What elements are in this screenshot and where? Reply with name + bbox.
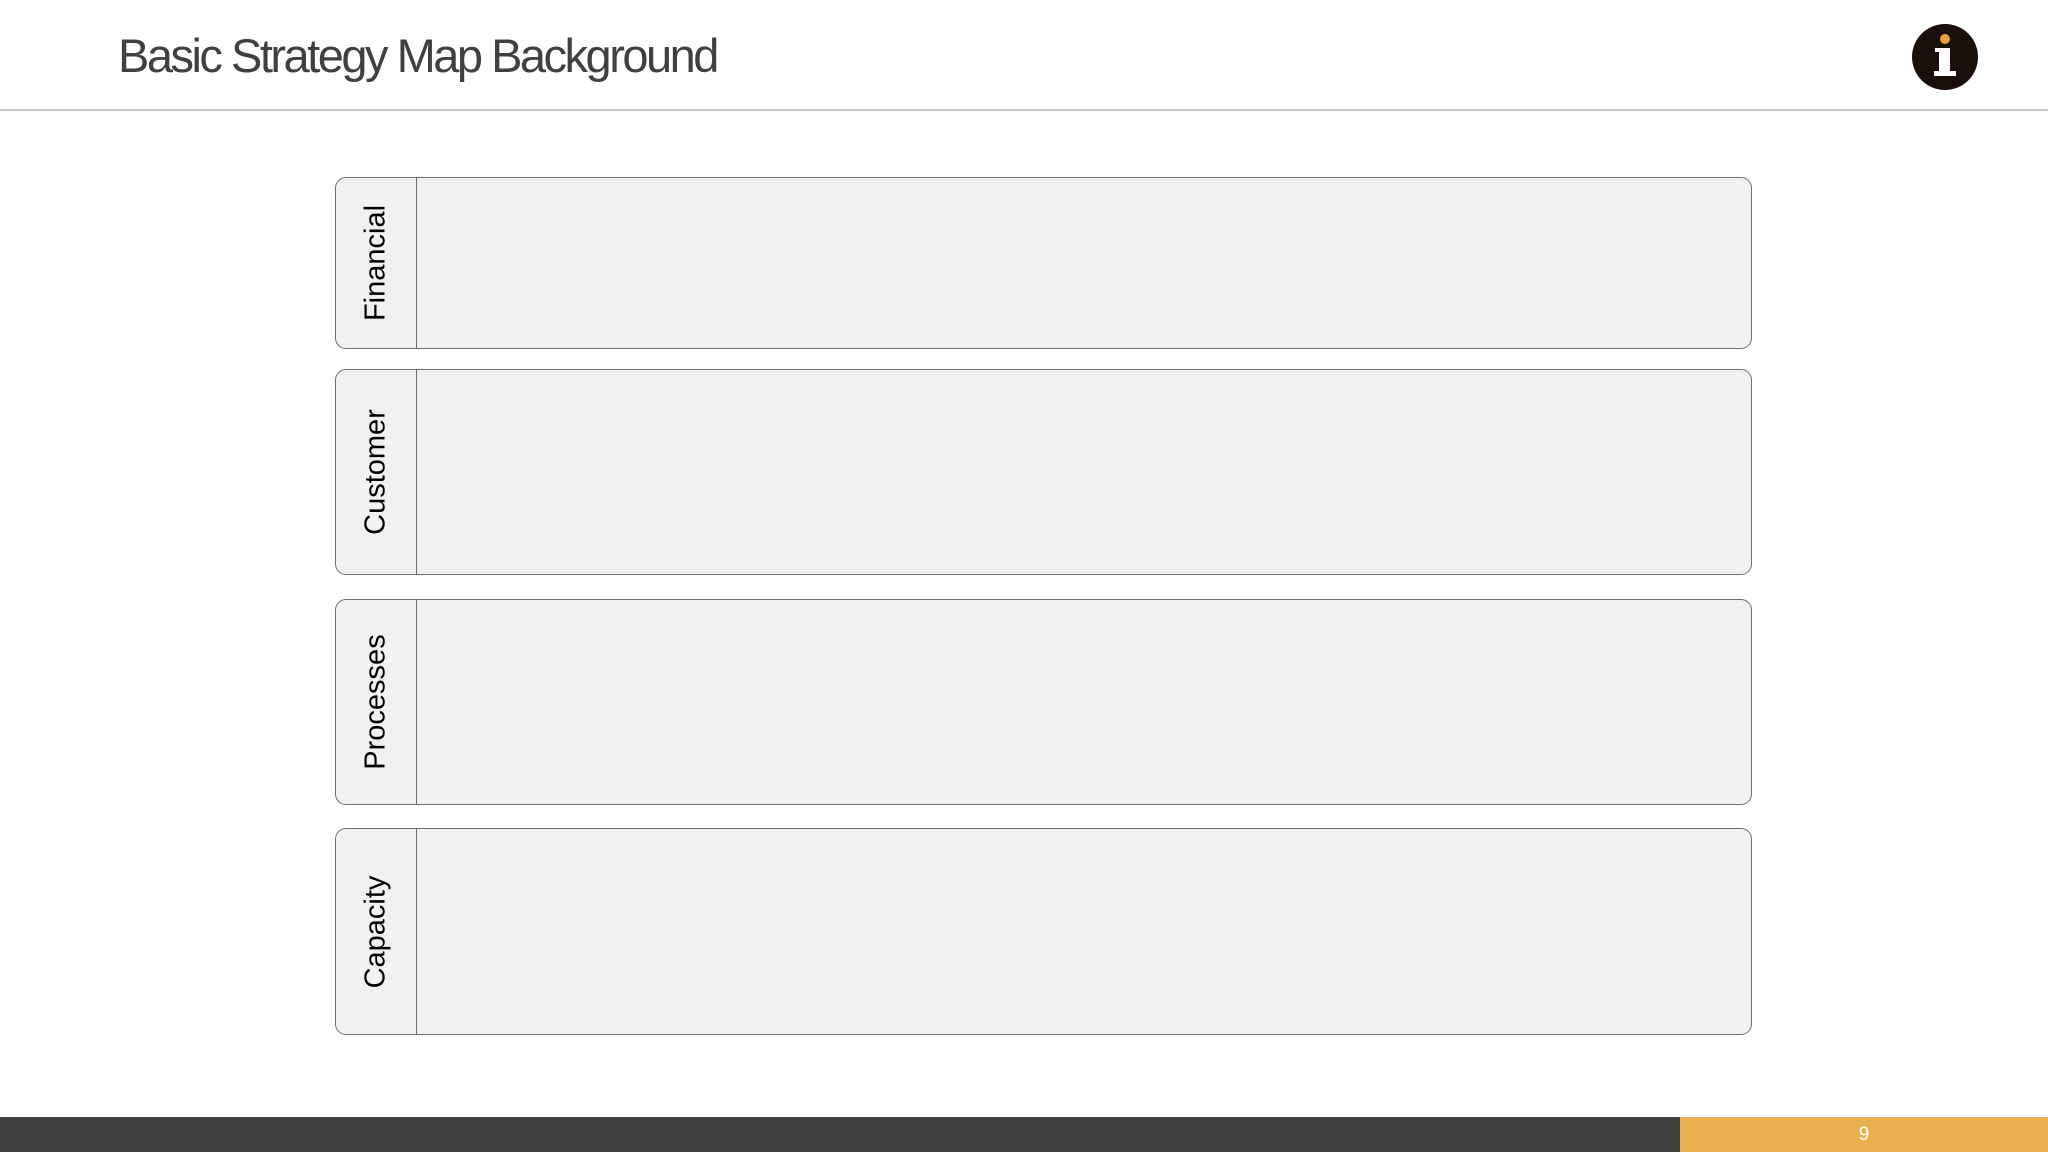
band-capacity: Capacity [335,828,1752,1035]
band-content-processes[interactable] [417,600,1751,804]
info-icon [1912,24,1978,90]
band-label-cell: Customer [336,370,417,574]
slide-title: Basic Strategy Map Background [118,29,719,82]
band-content-customer[interactable] [417,370,1751,574]
band-financial: Financial [335,177,1752,349]
footer-accent-bar: 9 [1680,1117,2048,1152]
band-content-capacity[interactable] [417,829,1751,1034]
band-label-financial: Financial [359,204,392,322]
footer-bar [0,1117,1680,1152]
band-label-customer: Customer [359,409,392,535]
band-customer: Customer [335,369,1752,575]
band-label-capacity: Capacity [359,875,392,988]
page-number: 9 [1858,1124,1870,1145]
band-label-processes: Processes [359,634,392,770]
title-divider [0,109,2048,111]
band-label-cell: Processes [336,600,417,804]
band-label-cell: Capacity [336,829,417,1034]
band-label-cell: Financial [336,178,417,348]
band-processes: Processes [335,599,1752,805]
band-content-financial[interactable] [417,178,1751,348]
